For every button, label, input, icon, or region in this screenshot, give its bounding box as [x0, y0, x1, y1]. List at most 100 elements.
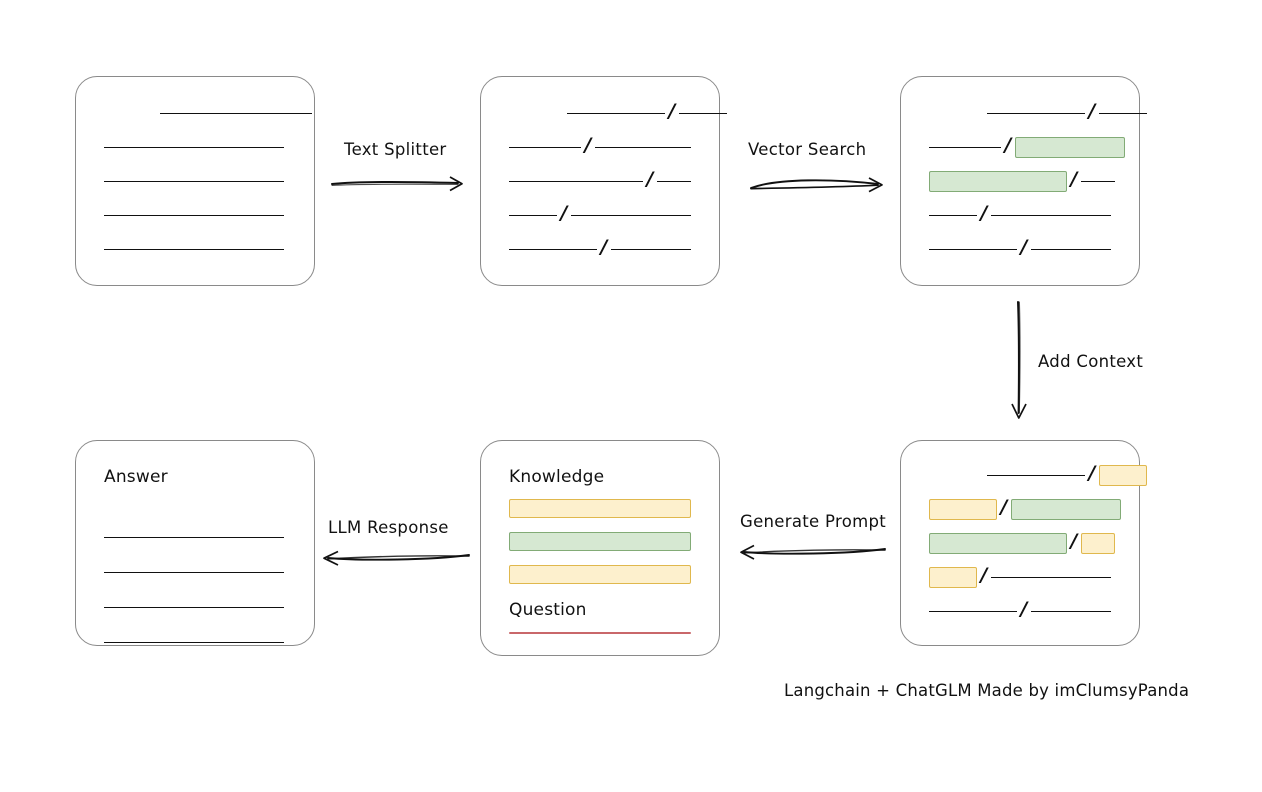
slash-separator: /	[600, 235, 608, 258]
text-line	[679, 112, 727, 114]
arrow-llm-response: LLM Response	[320, 518, 472, 578]
arrow-add-context: Add Context	[1000, 300, 1180, 425]
slash-separator: /	[1088, 461, 1096, 484]
arrow-generate-prompt: Generate Prompt	[738, 512, 888, 572]
chunk-row: /	[481, 164, 719, 198]
chunk-row: /	[901, 96, 1147, 130]
arrow-label-llm-response: LLM Response	[328, 518, 449, 537]
text-line	[509, 146, 581, 148]
text-line	[929, 610, 1017, 612]
matched-chunks-rows: / / / / /	[901, 77, 1147, 285]
arrow-shaft-down-icon	[1011, 301, 1027, 419]
prompt-box[interactable]: Knowledge Question	[480, 440, 720, 656]
source-document-rows	[76, 77, 314, 285]
arrow-shaft-left-icon	[323, 550, 470, 566]
knowledge-label: Knowledge	[509, 467, 605, 487]
text-line	[509, 180, 643, 182]
slash-separator: /	[1004, 133, 1012, 156]
slash-separator: /	[980, 201, 988, 224]
answer-contents: Answer	[76, 441, 314, 645]
doc-row	[76, 198, 314, 232]
slash-separator: /	[1020, 235, 1028, 258]
text-line	[509, 214, 557, 216]
chunk-row: /	[901, 232, 1139, 266]
chunk-row: /	[901, 458, 1147, 492]
highlight-chunk-green	[1015, 136, 1125, 158]
text-line	[987, 112, 1085, 114]
slash-separator: /	[1070, 529, 1078, 552]
arrow-label-vector-search: Vector Search	[748, 140, 867, 159]
arrow-shaft-right-icon	[331, 176, 463, 192]
text-line	[571, 214, 691, 216]
chunk-row: /	[481, 96, 727, 130]
doc-row	[76, 164, 314, 198]
answer-box[interactable]: Answer	[75, 440, 315, 646]
chunk-row: /	[901, 526, 1139, 560]
text-line	[509, 248, 597, 250]
chunk-row: /	[901, 560, 1139, 594]
text-line	[991, 214, 1111, 216]
chunk-row: /	[481, 130, 719, 164]
context-chunks-rows: / / / / /	[901, 441, 1147, 645]
slash-separator: /	[560, 201, 568, 224]
highlight-chunk-yellow	[929, 566, 977, 588]
chunk-row: /	[901, 130, 1139, 164]
arrow-label-generate-prompt: Generate Prompt	[740, 512, 886, 531]
slash-separator: /	[1000, 495, 1008, 518]
text-line	[104, 573, 284, 608]
chunk-row: /	[901, 164, 1139, 198]
highlight-chunk-yellow	[1081, 532, 1115, 554]
highlight-chunk-yellow	[929, 498, 997, 520]
slash-separator: /	[980, 563, 988, 586]
text-line	[104, 214, 284, 216]
text-line	[611, 248, 691, 250]
context-chunks-box[interactable]: / / / / /	[900, 440, 1147, 646]
slash-separator: /	[584, 133, 592, 156]
highlight-chunk-green	[1011, 498, 1121, 520]
chunk-row: /	[901, 198, 1139, 232]
text-line	[987, 474, 1085, 476]
prompt-contents: Knowledge Question	[481, 441, 719, 655]
arrow-vector-search: Vector Search	[748, 140, 890, 200]
text-line	[104, 146, 284, 148]
answer-label: Answer	[104, 467, 168, 487]
text-line	[104, 538, 284, 573]
question-bar-red	[509, 632, 691, 634]
chunk-row: /	[481, 232, 719, 266]
text-line	[567, 112, 665, 114]
arrow-shaft-right-icon	[750, 177, 883, 193]
arrow-shaft-left-icon	[740, 544, 886, 560]
split-chunks-box[interactable]: / / / / /	[480, 76, 727, 286]
chunk-row: /	[901, 594, 1139, 628]
slash-separator: /	[1070, 167, 1078, 190]
highlight-chunk-green	[929, 532, 1067, 554]
highlight-chunk-yellow	[1099, 464, 1147, 486]
slash-separator: /	[668, 99, 676, 122]
highlight-chunk-green	[929, 170, 1067, 192]
doc-row	[76, 130, 314, 164]
text-line	[929, 146, 1001, 148]
knowledge-bar-yellow	[509, 499, 691, 518]
source-document-box[interactable]	[75, 76, 315, 286]
text-line	[1031, 610, 1111, 612]
text-line	[929, 248, 1017, 250]
diagram-caption: Langchain + ChatGLM Made by imClumsyPand…	[784, 681, 1190, 700]
text-line	[1081, 180, 1115, 182]
slash-separator: /	[646, 167, 654, 190]
text-line	[657, 180, 691, 182]
text-line	[991, 576, 1111, 578]
knowledge-bars	[509, 499, 691, 598]
text-line	[1031, 248, 1111, 250]
arrow-label-text-splitter: Text Splitter	[344, 140, 447, 159]
chunk-row: /	[481, 198, 719, 232]
split-chunks-rows: / / / / /	[481, 77, 727, 285]
text-line	[929, 214, 977, 216]
matched-chunks-box[interactable]: / / / / /	[900, 76, 1147, 286]
text-line	[104, 503, 284, 538]
slash-separator: /	[1020, 597, 1028, 620]
doc-row	[76, 232, 314, 266]
chunk-row: /	[901, 492, 1139, 526]
knowledge-bar-green	[509, 532, 691, 551]
text-line	[595, 146, 691, 148]
